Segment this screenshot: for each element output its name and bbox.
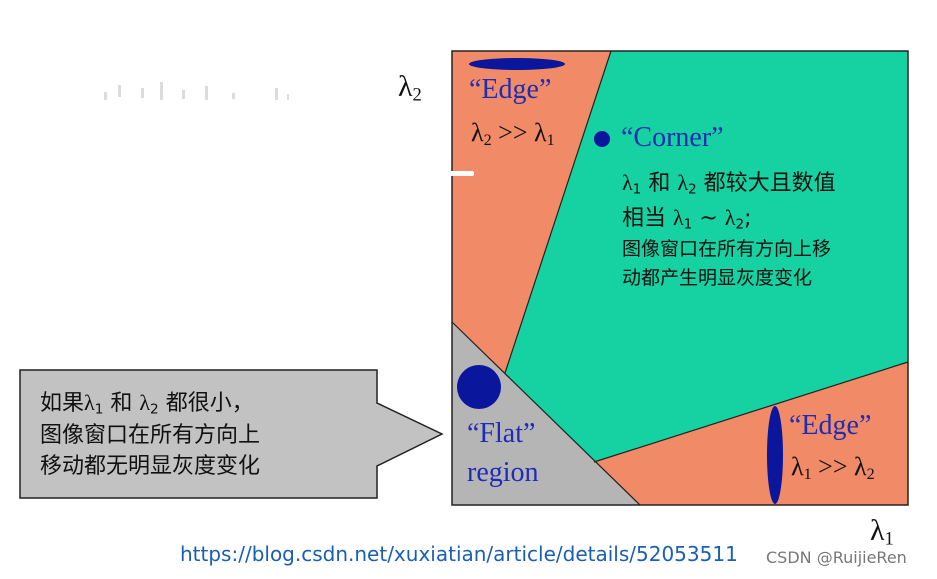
callout-line2: 图像窗口在所有方向上 (40, 423, 261, 448)
edge-bottom-label: “Edge” (789, 410, 872, 441)
edge-bottom-relation: λ1 >> λ2 (791, 452, 875, 484)
boundary-line-flat-edge (451, 321, 641, 506)
corner-dot-marker (594, 131, 610, 147)
source-url-link[interactable]: https://blog.csdn.net/xuxiatian/article/… (180, 542, 738, 566)
callout-line3: 移动都无明显灰度变化 (40, 454, 261, 479)
corner-desc-line3: 图像窗口在所有方向上移 (622, 238, 832, 260)
plot-frame (451, 50, 909, 506)
watermark-credit: CSDN @RuijieRen (766, 548, 907, 567)
x-axis-label: λ1 (870, 514, 894, 550)
callout-line1: 如果λ1 和 λ2 都很小， (40, 390, 254, 418)
boundary-line-edge-corner-top (504, 50, 612, 374)
corner-desc-line2: 相当 λ1 ~ λ2; (622, 205, 752, 233)
edge-bottom-ellipse-marker (767, 406, 783, 504)
edge-top-ellipse-marker (469, 58, 565, 70)
corner-desc-line1: λ1 和 λ2 都较大且数值 (622, 170, 836, 198)
border-tick-mark (448, 171, 474, 176)
flat-label-line1: “Flat” (467, 418, 536, 449)
flat-circle-marker (457, 365, 501, 409)
faint-artifact-marks (104, 82, 289, 100)
y-axis-label: λ2 (398, 70, 422, 106)
callout-arrow-shape (19, 369, 444, 499)
corner-desc-line4: 动都产生明显灰度变化 (622, 267, 813, 289)
corner-region (505, 51, 908, 462)
corner-label: “Corner” (621, 122, 724, 153)
edge-top-relation: λ2 >> λ1 (471, 118, 555, 150)
edge-top-label: “Edge” (469, 74, 552, 105)
boundary-line-corner-edge-bottom (593, 361, 909, 463)
flat-label-line2: region (467, 457, 539, 488)
